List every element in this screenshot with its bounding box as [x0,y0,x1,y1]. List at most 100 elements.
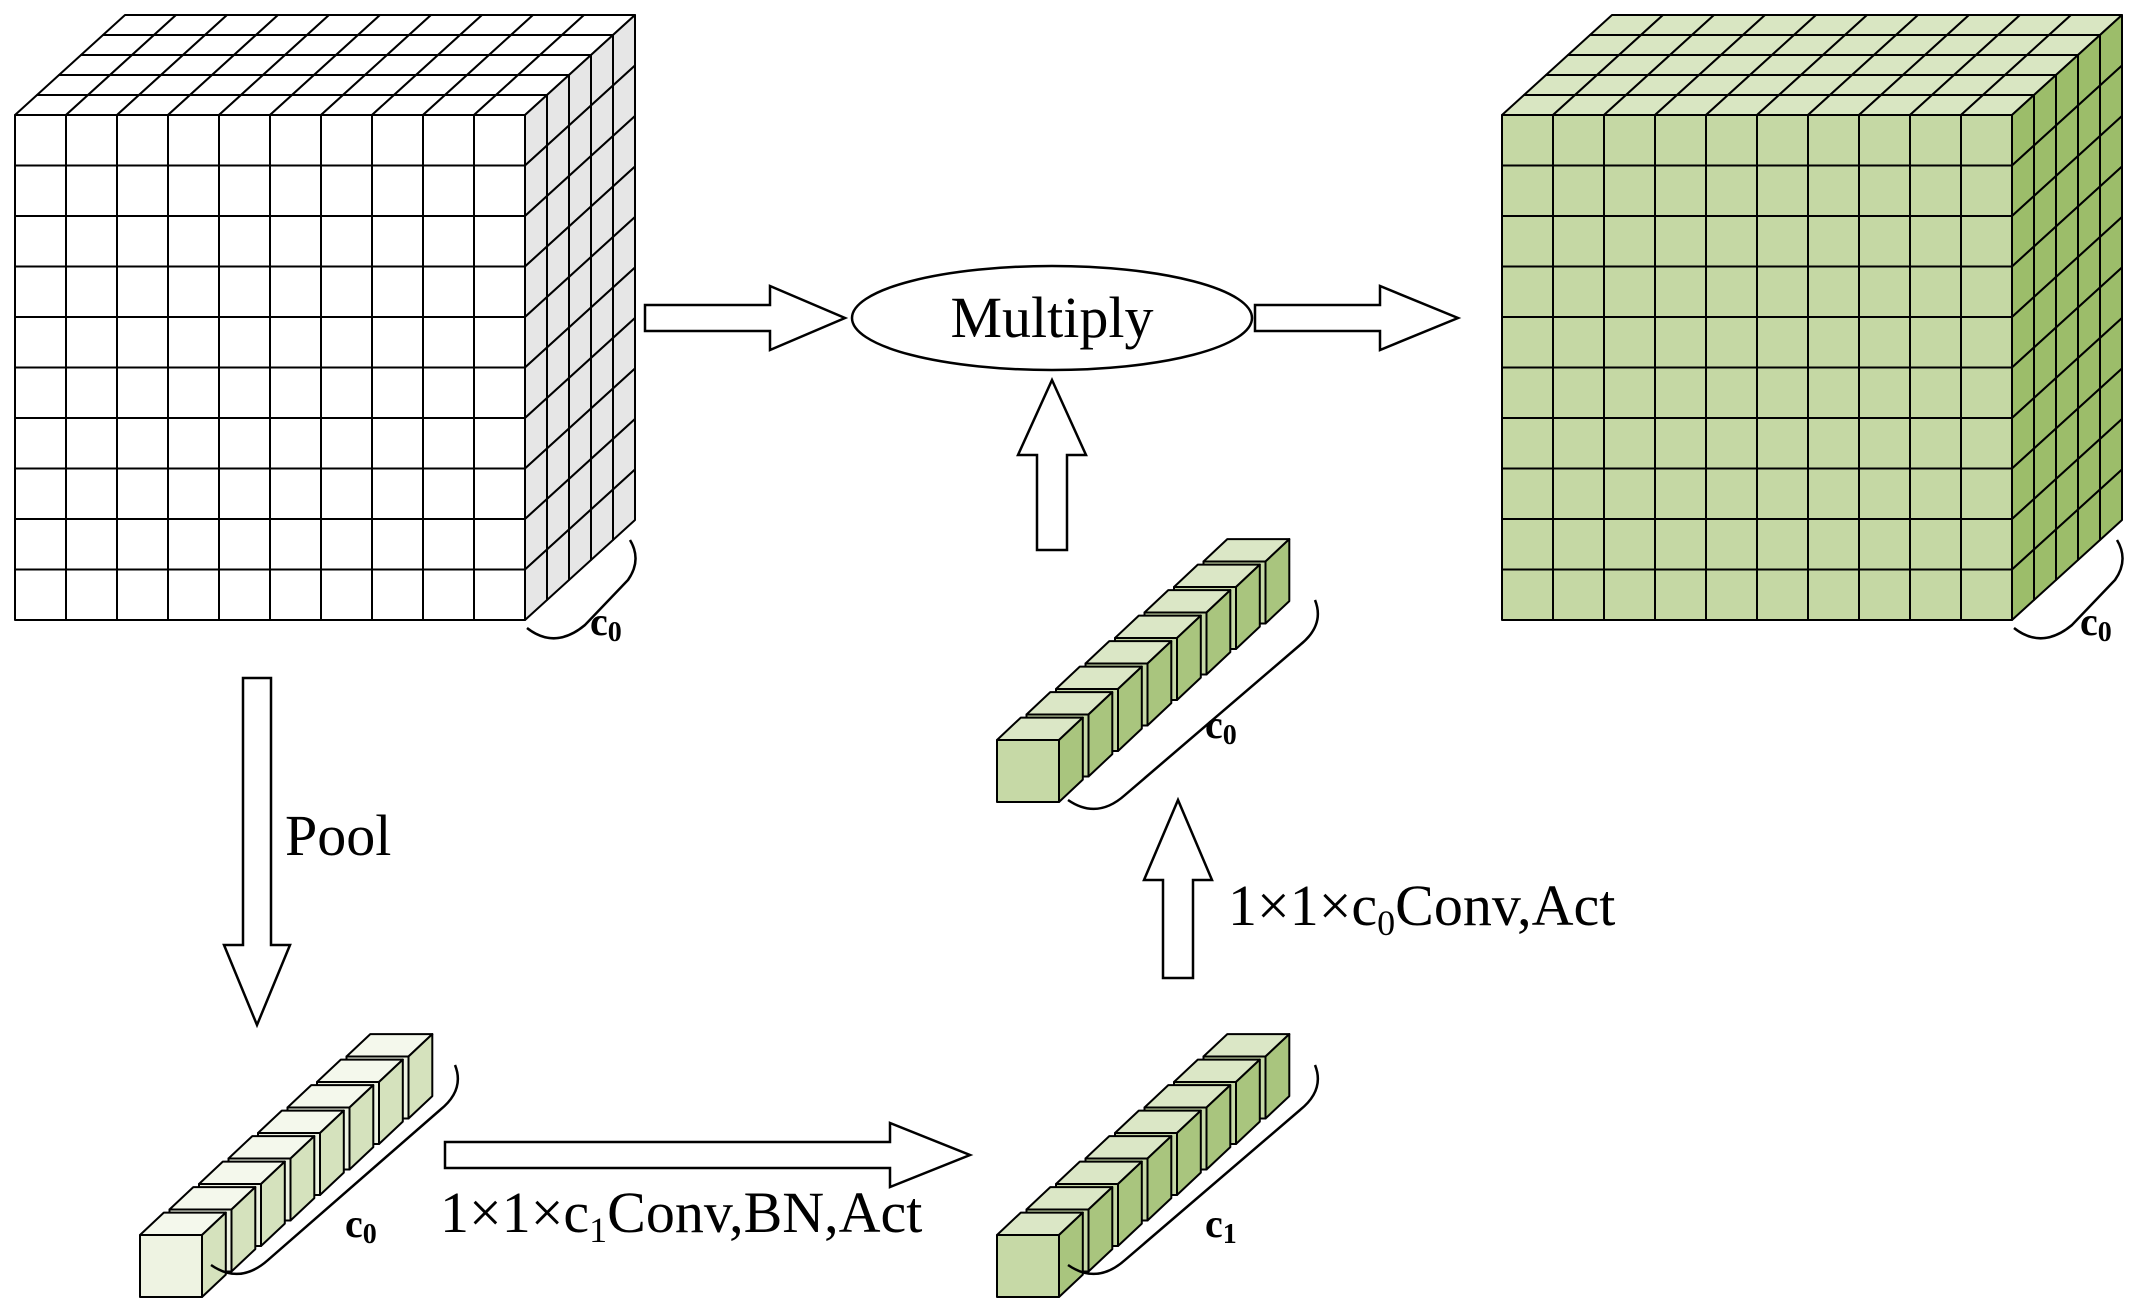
input-front-cell [422,366,475,419]
input-front-cell [473,265,526,318]
output-front-cell [1603,164,1656,217]
arrow-up-to-multiply [1016,376,1088,552]
output-front-cell [1603,518,1656,571]
output-front-cell [1501,114,1554,167]
input-front-cell [116,518,169,571]
output-side-cell [2099,468,2123,541]
pooled-channel-brace [210,1064,460,1276]
multiply-label: Multiply [950,285,1153,350]
input-front-cell [269,467,322,520]
input-front-cell [269,215,322,268]
output-front-cell [1756,568,1809,621]
output-front-cell [1858,114,1911,167]
output-front-cell [1807,366,1860,419]
input-front-cell [218,518,271,571]
output-front-cell [1909,265,1962,318]
arrow-pool-down [222,676,292,1029]
input-front-cell [167,316,220,369]
input-front-cell [65,114,118,167]
input-front-cell [116,114,169,167]
conv1-channel-letter: c [1205,1201,1223,1246]
input-front-cell [473,467,526,520]
conv2-channel-letter: c [1205,702,1223,747]
conv1-channel-brace [1067,1064,1320,1276]
input-front-cell [14,366,67,419]
pooled-cube-front [139,1234,203,1298]
output-front-cell [1756,518,1809,571]
output-front-cell [1501,316,1554,369]
output-front-cell [1807,265,1860,318]
input-front-cell [116,215,169,268]
multiply-node [850,264,1254,372]
input-front-cell [65,366,118,419]
output-front-cell [1960,265,2013,318]
output-channel-label: c0 [2080,599,2112,648]
output-channel-subscript: 0 [2098,617,2112,648]
output-front-cell [1756,467,1809,520]
input-front-cell [473,366,526,419]
output-front-cell [1603,265,1656,318]
input-front-cell [116,366,169,419]
input-front-cell [167,164,220,217]
output-front-cell [1756,114,1809,167]
output-front-cell [1960,467,2013,520]
input-front-cell [473,164,526,217]
input-front-cell [14,467,67,520]
output-front-cell [1960,417,2013,470]
output-front-cell [1552,417,1605,470]
conv1-cube-front [996,1234,1060,1298]
input-front-cell [422,316,475,369]
input-front-cell [218,467,271,520]
output-front-cell [1705,518,1758,571]
input-front-cell [167,265,220,318]
output-front-cell [1960,164,2013,217]
input-front-cell [116,467,169,520]
output-front-cell [1756,417,1809,470]
input-front-cell [167,467,220,520]
output-front-cell [1909,164,1962,217]
output-front-cell [1807,114,1860,167]
input-front-cell [320,114,373,167]
output-front-cell [1858,568,1911,621]
output-front-cell [1960,215,2013,268]
output-front-cell [1552,366,1605,419]
output-front-cell [1960,568,2013,621]
input-front-cell [422,114,475,167]
input-front-cell [320,518,373,571]
output-front-cell [1960,366,2013,419]
input-front-cell [14,164,67,217]
output-front-cell [1501,164,1554,217]
output-front-cell [1858,417,1911,470]
input-front-cell [422,164,475,217]
input-front-cell [65,316,118,369]
input-front-cell [218,417,271,470]
conv1-channel-subscript: 1 [1223,1219,1237,1250]
output-front-cell [1960,114,2013,167]
output-front-cell [1756,215,1809,268]
input-front-cell [14,215,67,268]
input-front-cell [371,568,424,621]
conv1-label: 1×1×c1Conv,BN,Act [440,1180,922,1250]
input-front-cell [14,568,67,621]
conv2-label-prefix: 1×1×c [1228,873,1377,938]
conv2-channel-brace [1067,599,1320,811]
input-front-cell [14,518,67,571]
output-front-cell [1552,518,1605,571]
input-front-cell [320,568,373,621]
output-front-cell [1501,215,1554,268]
pooled-channel-label: c0 [345,1201,377,1250]
input-front-cell [218,215,271,268]
output-front-cell [1654,467,1707,520]
output-front-cell [1807,164,1860,217]
input-front-cell [422,215,475,268]
conv2-channel-subscript: 0 [1223,720,1237,751]
output-front-cell [1552,265,1605,318]
input-front-cell [65,265,118,318]
output-front-cell [1705,265,1758,318]
arrow-conv2-up [1142,796,1214,980]
conv2-label-suffix: Conv,Act [1395,873,1615,938]
output-front-cell [1807,215,1860,268]
output-front-cell [1909,316,1962,369]
output-front-cell [1858,164,1911,217]
input-front-cell [116,568,169,621]
